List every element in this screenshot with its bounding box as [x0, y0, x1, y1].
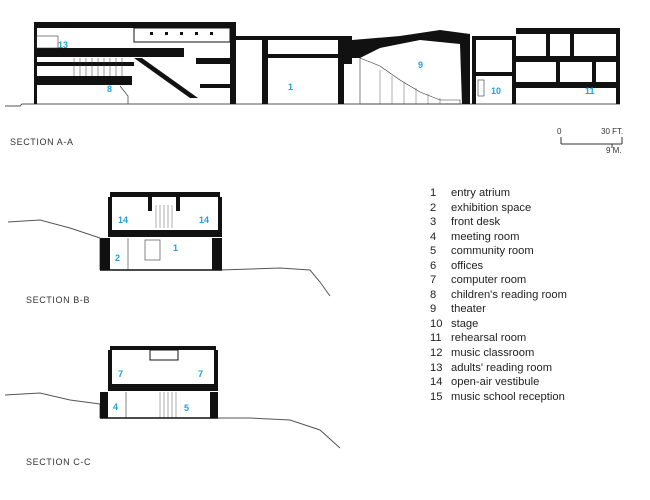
ground-line-a [5, 103, 34, 107]
room-number: 14 [118, 215, 128, 225]
legend-label: music school reception [451, 390, 565, 403]
legend-number: 10 [430, 317, 443, 330]
room-number: 5 [184, 403, 189, 413]
legend-number: 2 [430, 201, 437, 214]
legend-item: 2 exhibition space [430, 201, 567, 216]
legend-label: entry atrium [451, 187, 511, 199]
scale-feet-label: 30 FT. [601, 127, 623, 136]
section-b-b-caption: SECTION B-B [26, 295, 90, 305]
room-number: 7 [118, 369, 123, 379]
legend-number: 13 [430, 361, 443, 374]
legend-label: community room [451, 245, 534, 258]
room-number: 1 [173, 243, 178, 253]
section-a-a-drawing [5, 22, 620, 107]
legend-item: 6 offices [430, 259, 567, 274]
legend-label: offices [451, 259, 484, 272]
room-number: 7 [198, 369, 203, 379]
room-number: 9 [418, 60, 423, 70]
section-a-a-caption: SECTION A-A [10, 137, 74, 147]
legend-label: children's reading room [451, 288, 567, 301]
legend-item: 13 adults' reading room [430, 361, 567, 376]
legend-number: 4 [430, 230, 437, 243]
legend-label: rehearsal room [451, 332, 527, 345]
legend-number: 15 [430, 390, 443, 403]
legend-number: 3 [430, 216, 437, 229]
legend-item: 11 rehearsal room [430, 331, 567, 346]
room-number: 13 [58, 40, 68, 50]
legend-item: 15 music school reception [430, 390, 567, 405]
legend-item: 5 community room [430, 244, 567, 259]
legend-item: 9 theater [430, 302, 567, 317]
room-number: 2 [115, 253, 120, 263]
room-legend: 1 entry atrium 2 exhibition space 3 front d… [430, 186, 567, 404]
legend-item: 8 children's reading room [430, 288, 567, 303]
room-number: 8 [107, 84, 112, 94]
scale-zero-label: 0 [557, 127, 562, 136]
legend-label: adults' reading room [451, 361, 553, 374]
room-number: 10 [491, 86, 501, 96]
legend-label: open-air vestibule [451, 376, 540, 389]
section-c-c-caption: SECTION C-C [26, 457, 91, 467]
legend-number: 6 [430, 259, 437, 272]
room-number: 11 [585, 86, 595, 96]
room-number: 4 [113, 402, 118, 412]
legend-label: front desk [451, 216, 501, 229]
legend-label: meeting room [451, 230, 520, 243]
legend-label: computer room [451, 274, 527, 287]
legend-number: 5 [430, 245, 437, 258]
legend-number: 1 [430, 187, 437, 199]
legend-label: stage [451, 317, 479, 330]
legend-label: theater [451, 303, 486, 316]
room-number: 1 [288, 82, 293, 92]
legend-item: 14 open-air vestibule [430, 375, 567, 390]
legend-item: 3 front desk [430, 215, 567, 230]
legend-number: 8 [430, 288, 437, 301]
scale-meters-label: 9 M. [606, 146, 622, 155]
legend-item: 1 entry atrium [430, 186, 567, 201]
legend-number: 11 [430, 332, 442, 345]
legend-number: 14 [430, 376, 443, 389]
legend-number: 12 [430, 347, 443, 360]
legend-label: music classroom [451, 347, 535, 360]
section-b-b-drawing [7, 192, 331, 297]
legend-label: exhibition space [451, 201, 532, 214]
scale-bar [560, 137, 623, 148]
legend-item: 10 stage [430, 317, 567, 332]
room-number: 14 [199, 215, 209, 225]
legend-number: 7 [430, 274, 437, 287]
legend-item: 7 computer room [430, 273, 567, 288]
section-c-c-drawing [4, 346, 341, 449]
legend-item: 12 music classroom [430, 346, 567, 361]
legend-number: 9 [430, 303, 437, 316]
legend-item: 4 meeting room [430, 230, 567, 245]
